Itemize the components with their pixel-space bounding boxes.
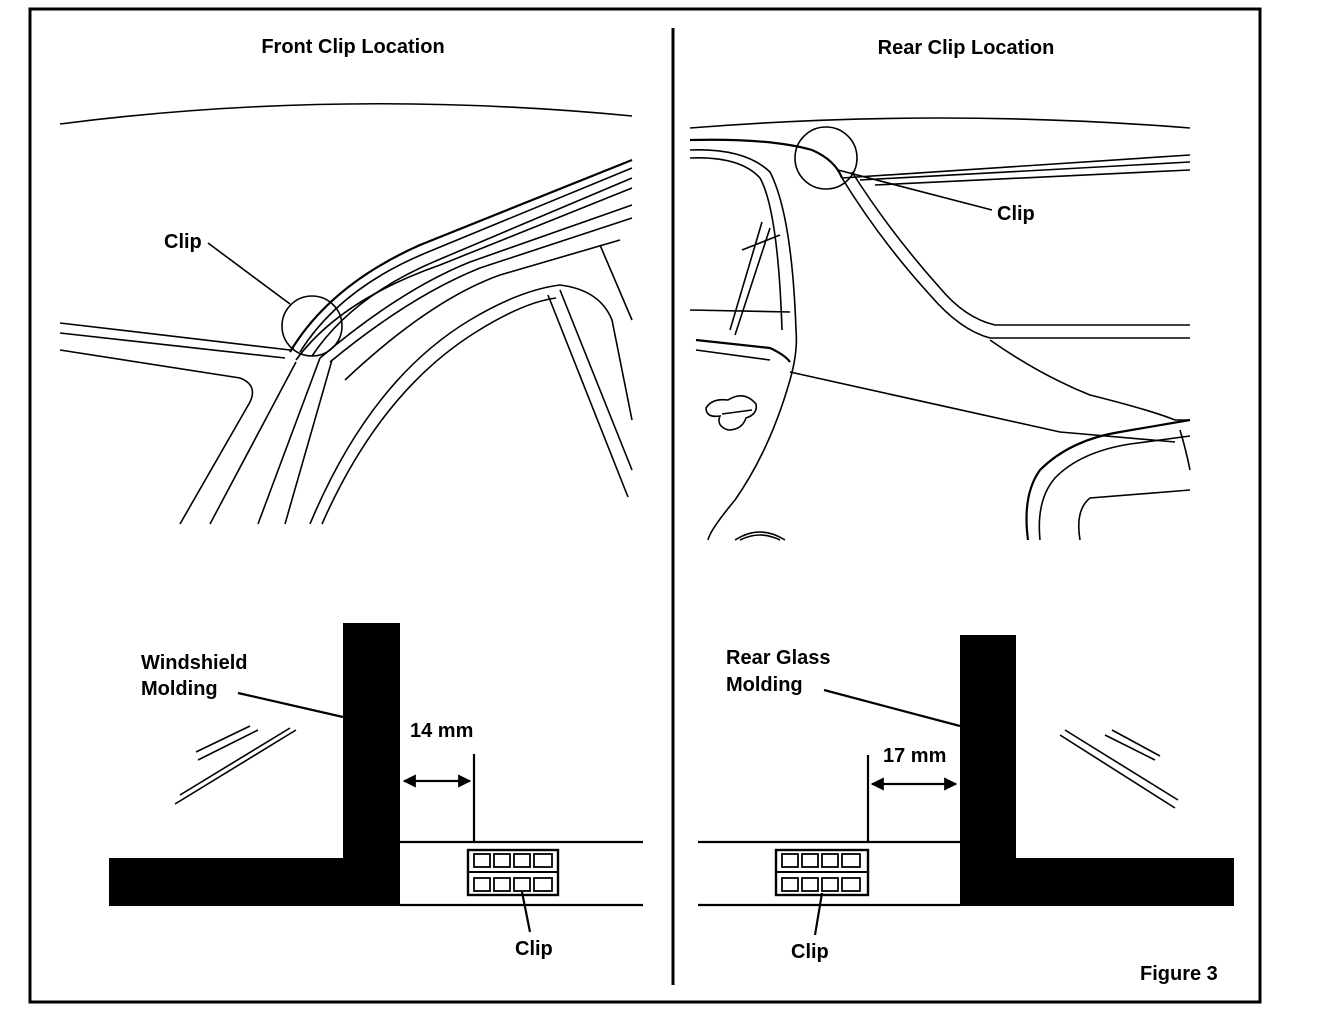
rear-detail-section: 17 mm Clip Rear Glass Molding <box>698 635 1234 963</box>
front-clip-highlight-circle <box>281 295 343 357</box>
rear-panel-title: Rear Clip Location <box>878 37 1055 59</box>
front-detail-section: 14 mm Clip Windshield Molding <box>109 623 643 960</box>
rear-body-flange <box>960 858 1234 906</box>
rear-illustration-clip-label: Clip <box>997 203 1035 225</box>
windshield-molding-label-line1: Windshield <box>141 652 247 674</box>
rear-glass-molding-label-line2: Molding <box>726 674 803 696</box>
rear-roof-illustration: Clip <box>689 117 1191 541</box>
front-clip-panel: Front Clip Location Clip <box>59 36 643 960</box>
front-body-flange <box>109 858 400 906</box>
figure-number-label: Figure 3 <box>1140 963 1218 985</box>
rear-clip-panel: Rear Clip Location <box>689 37 1234 985</box>
front-clip-symbol <box>466 848 560 897</box>
windshield-molding-label-line2: Molding <box>141 678 218 700</box>
door-handle-icon <box>705 395 758 431</box>
rear-detail-clip-label: Clip <box>791 941 829 963</box>
rear-dimension-label: 17 mm <box>883 745 946 767</box>
figure-frame <box>28 7 1262 1004</box>
front-illustration-clip-label: Clip <box>164 231 202 253</box>
front-roof-illustration: Clip <box>59 102 633 525</box>
front-detail-clip-label: Clip <box>515 938 553 960</box>
rear-clip-symbol <box>774 848 870 897</box>
front-panel-title: Front Clip Location <box>261 36 444 58</box>
rear-glass-hatching <box>1059 729 1179 809</box>
rear-clip-highlight-circle <box>794 126 858 190</box>
rear-glass-molding-label-line1: Rear Glass <box>726 647 831 669</box>
front-glass-hatching <box>174 725 297 805</box>
front-dimension-label: 14 mm <box>410 720 473 742</box>
